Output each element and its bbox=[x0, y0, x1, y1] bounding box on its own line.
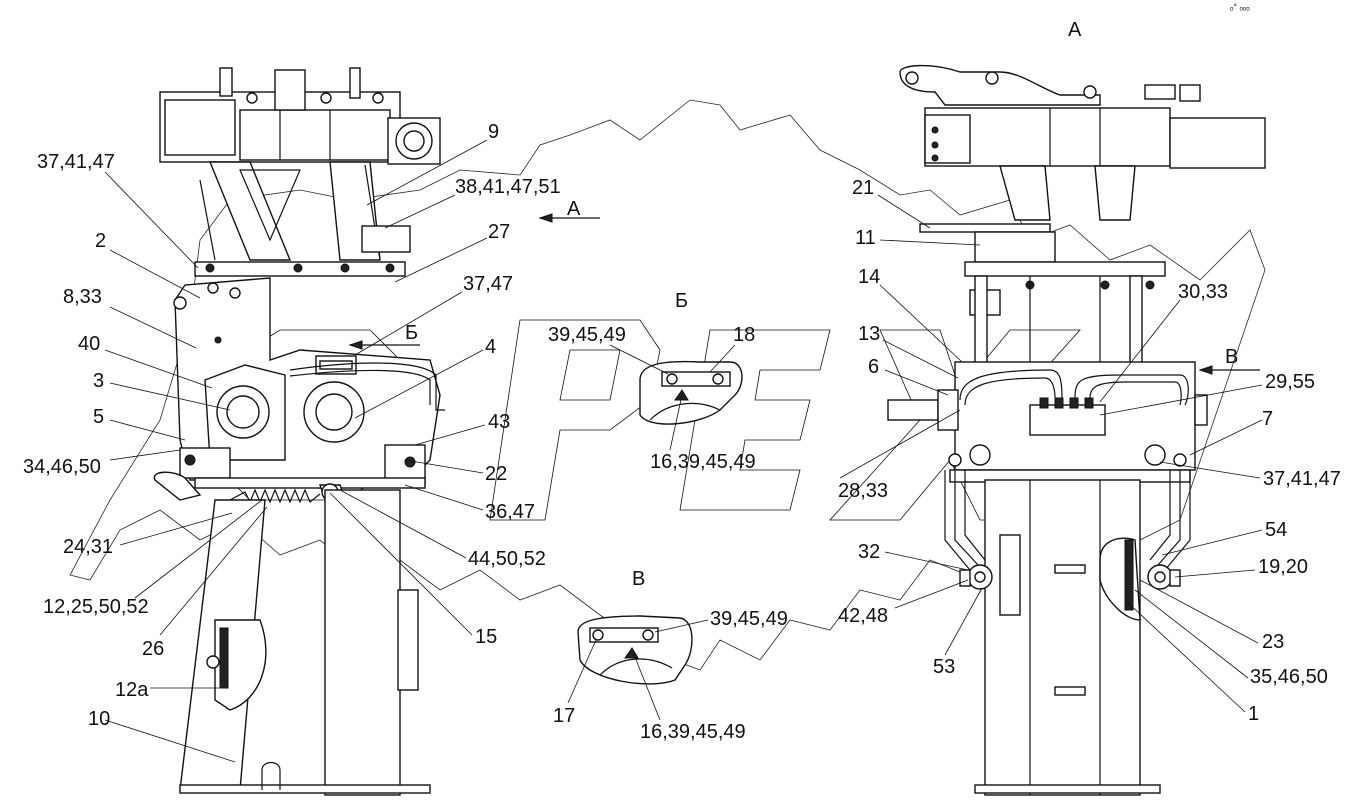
callout-26: 26 bbox=[142, 638, 164, 660]
callout-35-46-50: 35,46,50 bbox=[1250, 666, 1328, 688]
callout-28-33: 28,33 bbox=[838, 480, 888, 502]
callout-11: 11 bbox=[855, 227, 876, 249]
callout-12a: 12а bbox=[115, 679, 149, 701]
arrow-b-label: Б bbox=[405, 322, 418, 344]
detail-b: Б 39,45,49 18 16,39,45,49 bbox=[548, 290, 756, 473]
callout-24-31: 24,31 bbox=[63, 536, 113, 558]
left-callouts: 37,41,47 2 8,33 40 3 5 34,46,50 24,31 12… bbox=[23, 121, 600, 763]
detail-v-callout-39-45-49: 39,45,49 bbox=[710, 608, 788, 630]
callout-13: 13 bbox=[858, 323, 880, 345]
callout-43: 43 bbox=[488, 411, 510, 433]
callout-36-47: 36,47 bbox=[485, 501, 535, 523]
detail-b-callout-16-39-45-49: 16,39,45,49 bbox=[650, 451, 756, 473]
arrow-v-label: В bbox=[1225, 346, 1238, 368]
callout-32: 32 bbox=[858, 541, 880, 563]
watermark-gear bbox=[69, 99, 1266, 671]
callout-37-41-47: 37,41,47 bbox=[37, 151, 115, 173]
callout-29-55: 29,55 bbox=[1265, 371, 1315, 393]
callout-1: 1 bbox=[1248, 703, 1259, 725]
callout-37-41-47-right: 37,41,47 bbox=[1263, 468, 1341, 490]
callout-54: 54 bbox=[1265, 519, 1287, 541]
callout-15: 15 bbox=[475, 626, 497, 648]
callout-30-33: 30,33 bbox=[1178, 281, 1228, 303]
callout-9: 9 bbox=[488, 121, 499, 143]
callout-42-48: 42,48 bbox=[838, 605, 888, 627]
callout-19-20: 19,20 bbox=[1258, 556, 1308, 578]
callout-10: 10 bbox=[88, 708, 110, 730]
detail-b-callout-39-45-49: 39,45,49 bbox=[548, 324, 626, 346]
callout-21: 21 bbox=[852, 177, 874, 199]
detail-v-title: В bbox=[632, 568, 645, 590]
detail-v-callout-17: 17 bbox=[553, 705, 575, 727]
callout-12-25-50-52: 12,25,50,52 bbox=[43, 596, 149, 618]
detail-v-callout-16-39-45-49: 16,39,45,49 bbox=[640, 721, 746, 743]
callout-7: 7 bbox=[1262, 408, 1273, 430]
arrow-a-label: А bbox=[567, 198, 581, 220]
detail-b-title: Б bbox=[675, 290, 688, 312]
callout-8-33: 8,33 bbox=[63, 286, 102, 308]
callout-23: 23 bbox=[1262, 631, 1284, 653]
detail-v: В 39,45,49 17 16,39,45,49 bbox=[553, 568, 788, 743]
callout-4: 4 bbox=[485, 336, 496, 358]
callout-14: 14 bbox=[858, 266, 880, 288]
callout-2: 2 bbox=[95, 230, 106, 252]
view-a-title: А bbox=[1068, 19, 1082, 41]
right-assembly: А bbox=[887, 19, 1266, 796]
callout-3: 3 bbox=[93, 370, 104, 392]
callout-6: 6 bbox=[868, 356, 879, 378]
callout-40: 40 bbox=[78, 333, 100, 355]
detail-b-callout-18: 18 bbox=[733, 324, 755, 346]
callout-22: 22 bbox=[485, 463, 507, 485]
corner-mark: ₒ° ₒₒₒ bbox=[1230, 2, 1250, 12]
callout-27: 27 bbox=[488, 221, 510, 243]
callout-38-41-47-51: 38,41,47,51 bbox=[455, 176, 561, 198]
callout-5: 5 bbox=[93, 406, 104, 428]
left-assembly bbox=[153, 67, 445, 796]
right-callouts: 21 11 14 13 6 30,33 29,55 7 28,33 37,41,… bbox=[838, 177, 1341, 725]
callout-44-50-52: 44,50,52 bbox=[468, 548, 546, 570]
callout-53: 53 bbox=[933, 656, 955, 678]
callout-34-46-50: 34,46,50 bbox=[23, 456, 101, 478]
callout-37-47: 37,47 bbox=[463, 273, 513, 295]
